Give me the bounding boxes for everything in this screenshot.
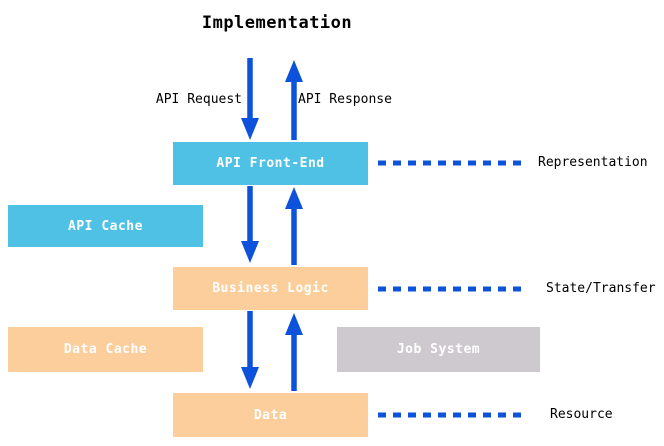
box-data: Data	[173, 393, 368, 437]
logic-to-frontend-arrow	[285, 187, 303, 265]
box-business-logic: Business Logic	[173, 267, 368, 310]
frontend-to-logic-arrow	[241, 186, 259, 263]
representation-label: Representation	[538, 155, 648, 170]
box-job-system: Job System	[337, 327, 540, 372]
box-job-system-label: Job System	[396, 342, 481, 357]
diagram-title: Implementation	[201, 13, 353, 33]
box-api-cache: API Cache	[8, 205, 203, 247]
api-request-label: API Request	[155, 92, 242, 107]
box-api-cache-label: API Cache	[68, 218, 143, 234]
box-api-front-end: API Front-End	[173, 142, 368, 185]
data-to-logic-arrow	[285, 313, 303, 391]
box-data-cache: Data Cache	[8, 327, 203, 372]
logic-to-data-arrow	[241, 311, 259, 389]
api-response-label: API Response	[298, 92, 392, 107]
box-business-logic-label: Business Logic	[212, 281, 329, 296]
box-data-cache-label: Data Cache	[63, 342, 148, 357]
box-data-label: Data	[253, 407, 288, 423]
state-transfer-label: State/Transfer	[546, 281, 656, 296]
resource-label: Resource	[550, 407, 613, 422]
box-api-front-end-label: API Front-End	[216, 156, 325, 171]
api-request-arrow	[241, 58, 259, 140]
